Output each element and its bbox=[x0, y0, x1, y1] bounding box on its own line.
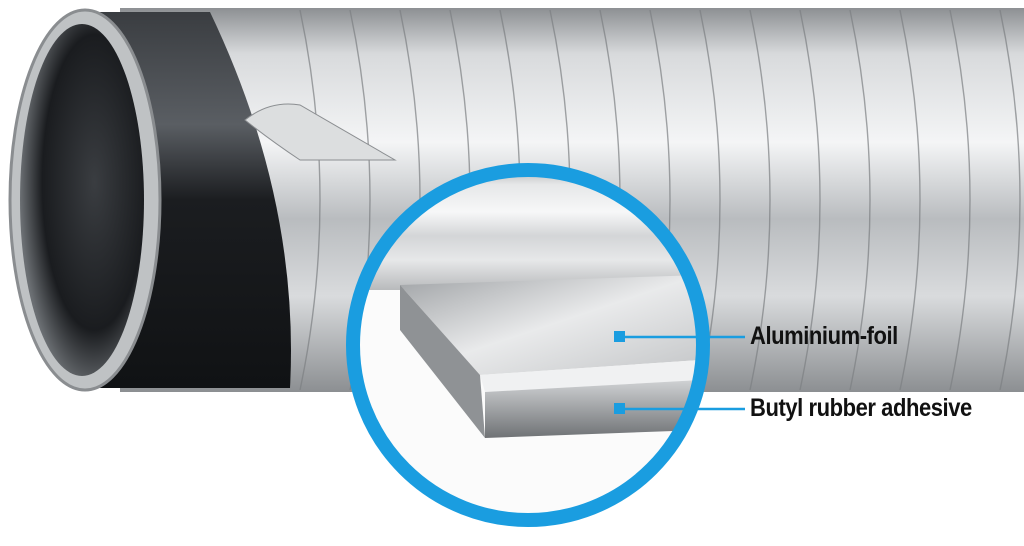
adhesive-marker bbox=[614, 403, 625, 414]
peeled-foil-flap bbox=[244, 103, 397, 161]
magnified-detail bbox=[358, 175, 698, 515]
label-butyl-rubber-adhesive: Butyl rubber adhesive bbox=[750, 394, 972, 422]
magnifier-ring bbox=[346, 163, 710, 527]
pipe-end-inner bbox=[20, 24, 144, 376]
label-aluminium-foil: Aluminium-foil bbox=[750, 322, 898, 350]
foil-marker bbox=[614, 331, 625, 342]
